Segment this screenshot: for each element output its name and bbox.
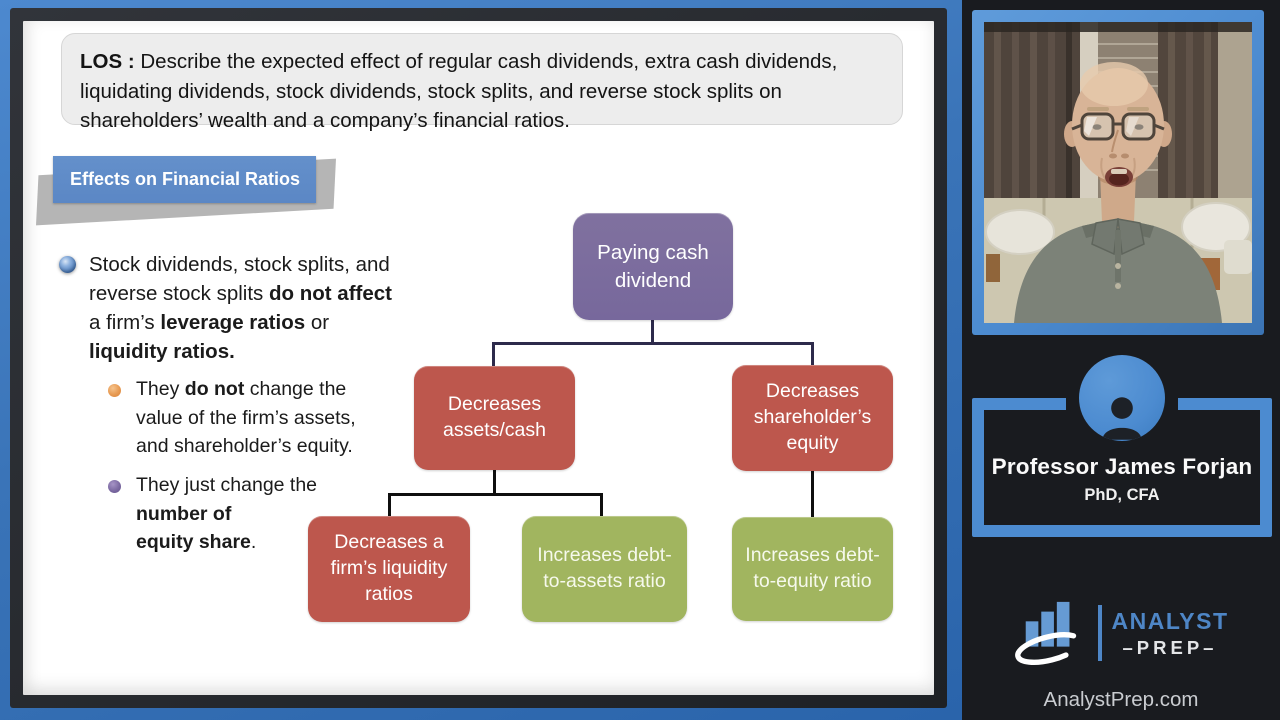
flowchart-box-debt-to-assets: Increases debt-to-assets ratio: [522, 516, 687, 622]
avatar: [1079, 355, 1165, 441]
webcam-video: [984, 22, 1252, 323]
purple-dot-bullet: [108, 480, 121, 493]
connector-line: [811, 342, 814, 367]
slide-frame: LOS : Describe the expected effect of re…: [10, 8, 947, 708]
presenter-video-scene: [984, 22, 1252, 323]
los-statement-box: LOS : Describe the expected effect of re…: [61, 33, 903, 132]
website-url: AnalystPrep.com: [1043, 688, 1199, 711]
bar-chart-swoosh-icon: [1014, 601, 1083, 665]
webcam-video-frame: [972, 10, 1264, 335]
person-silhouette-icon: [1102, 397, 1142, 440]
connector-line: [811, 470, 814, 518]
connector-line: [492, 342, 495, 367]
logo-prep-text: –PREP–: [1122, 636, 1218, 658]
presenter-credentials: PhD, CFA: [1084, 486, 1160, 504]
presentation-slide: LOS : Describe the expected effect of re…: [23, 21, 934, 695]
analystprep-logo: ANALYST –PREP–: [962, 598, 1280, 668]
connector-line: [493, 469, 496, 496]
connector-line: [388, 493, 391, 517]
connector-line: [600, 493, 603, 517]
blue-sphere-bullet: [59, 256, 76, 273]
logo-analyst-text: ANALYST: [1111, 607, 1229, 634]
section-title-banner: Effects on Financial Ratios: [53, 156, 316, 203]
flowchart-root-box: Paying cash dividend: [573, 213, 733, 320]
logo-divider: [1097, 605, 1102, 661]
presenter-name: Professor James Forjan: [991, 454, 1253, 479]
flowchart-box-decreases-equity: Decreases shareholder’s equity: [732, 365, 893, 471]
slide-stage-background: LOS : Describe the expected effect of re…: [0, 0, 962, 720]
flowchart-box-debt-to-equity: Increases debt-to-equity ratio: [732, 517, 893, 621]
connector-line: [651, 319, 654, 344]
orange-dot-bullet: [108, 384, 121, 397]
presenter-sidebar: Professor James Forjan PhD, CFA ANALYST …: [962, 0, 1280, 720]
connector-line: [492, 342, 814, 345]
flowchart-box-decreases-assets: Decreases assets/cash: [414, 366, 575, 470]
flowchart-box-liquidity-ratios: Decreases a firm’s liquidity ratios: [308, 516, 470, 622]
connector-line: [388, 493, 603, 496]
presenter-name-card: Professor James Forjan PhD, CFA: [972, 355, 1272, 537]
